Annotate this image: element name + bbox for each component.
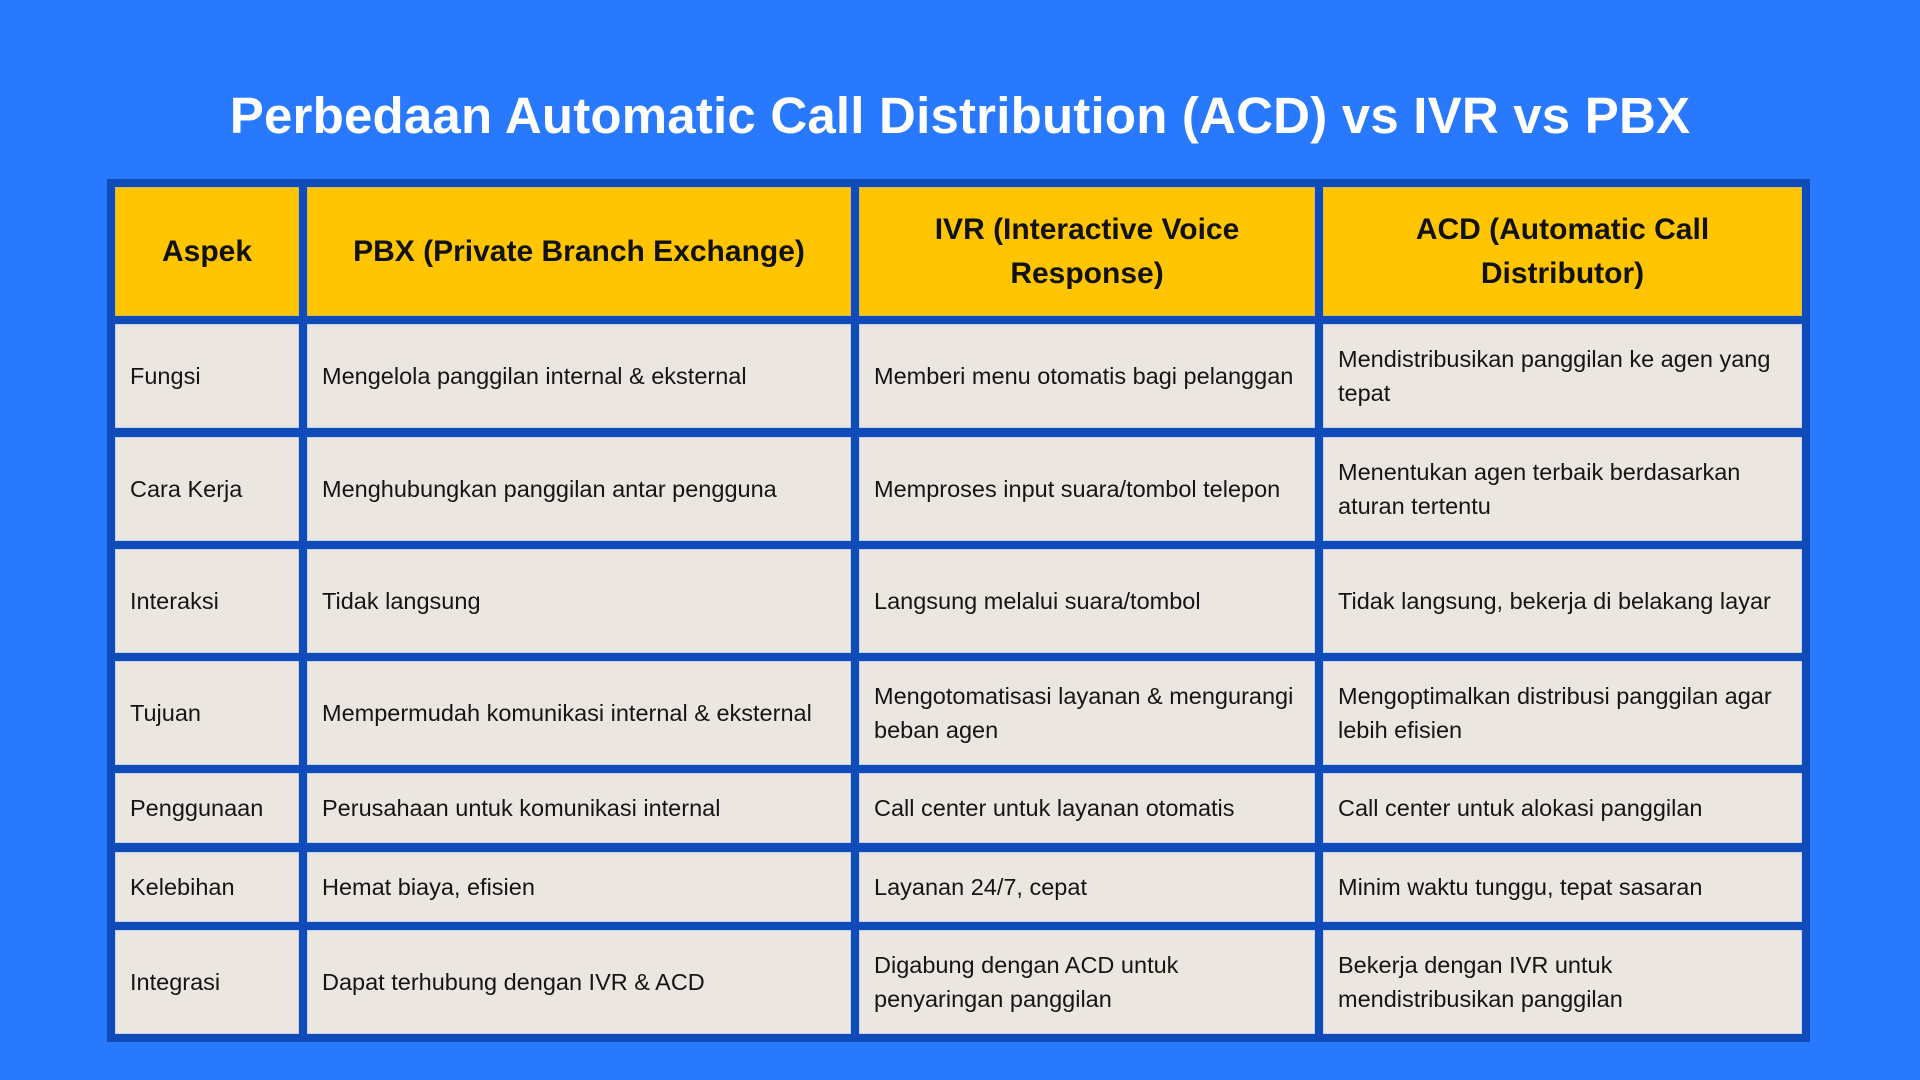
row-tujuan-pbx: Mempermudah komunikasi internal & ekster…: [307, 661, 851, 766]
row-kelebihan-acd: Minim waktu tunggu, tepat sasaran: [1323, 851, 1802, 922]
row-kelebihan-pbx: Hemat biaya, efisien: [307, 851, 851, 922]
cell-text: Minim waktu tunggu, tepat sasaran: [1338, 873, 1703, 900]
row-fungsi-pbx: Mengelola panggilan internal & eksternal: [307, 324, 851, 429]
cell-text: Bekerja dengan IVR untuk mendistribusika…: [1338, 952, 1623, 1013]
row-cara-kerja-acd: Menentukan agen terbaik berdasarkan atur…: [1323, 436, 1802, 541]
cell-text: Mengotomatisasi layanan & mengurangi beb…: [874, 683, 1294, 744]
row-interaksi-acd: Tidak langsung, bekerja di belakang laya…: [1323, 548, 1802, 653]
row-interaksi-ivr: Langsung melalui suara/tombol: [859, 548, 1315, 653]
cell-text: Tidak langsung, bekerja di belakang laya…: [1338, 587, 1771, 614]
cell-text: Mendistribusikan panggilan ke agen yang …: [1338, 346, 1771, 407]
row-kelebihan-aspek: Kelebihan: [115, 851, 299, 922]
row-interaksi-pbx: Tidak langsung: [307, 548, 851, 653]
row-tujuan-aspek: Tujuan: [115, 661, 299, 766]
row-penggunaan-acd: Call center untuk alokasi panggilan: [1323, 773, 1802, 844]
cell-text: Cara Kerja: [130, 475, 243, 502]
cell-text: Mempermudah komunikasi internal & ekster…: [322, 700, 812, 727]
row-penggunaan-pbx: Perusahaan untuk komunikasi internal: [307, 773, 851, 844]
header-ivr: IVR (Interactive Voice Response): [859, 187, 1315, 316]
row-integrasi-ivr: Digabung dengan ACD untuk penyaringan pa…: [859, 930, 1315, 1035]
cell-text: Tujuan: [130, 700, 201, 727]
row-fungsi-ivr: Memberi menu otomatis bagi pelanggan: [859, 324, 1315, 429]
row-interaksi-aspek: Interaksi: [115, 548, 299, 653]
row-tujuan-acd: Mengoptimalkan distribusi panggilan agar…: [1323, 661, 1802, 766]
row-cara-kerja-aspek: Cara Kerja: [115, 436, 299, 541]
cell-text: Hemat biaya, efisien: [322, 873, 535, 900]
page-title: Perbedaan Automatic Call Distribution (A…: [229, 87, 1691, 144]
cell-text: Perusahaan untuk komunikasi internal: [322, 795, 721, 822]
cell-text: Tidak langsung: [322, 587, 481, 614]
cell-text: Integrasi: [130, 969, 221, 996]
cell-text: Call center untuk layanan otomatis: [874, 795, 1235, 822]
row-fungsi-acd: Mendistribusikan panggilan ke agen yang …: [1323, 324, 1802, 429]
cell-text: Langsung melalui suara/tombol: [874, 587, 1201, 614]
row-integrasi-aspek: Integrasi: [115, 930, 299, 1035]
cell-text: Memberi menu otomatis bagi pelanggan: [874, 363, 1294, 390]
row-tujuan-ivr: Mengotomatisasi layanan & mengurangi beb…: [859, 661, 1315, 766]
cell-text: Call center untuk alokasi panggilan: [1338, 795, 1703, 822]
row-integrasi-pbx: Dapat terhubung dengan IVR & ACD: [307, 930, 851, 1035]
row-cara-kerja-pbx: Menghubungkan panggilan antar pengguna: [307, 436, 851, 541]
cell-text: Interaksi: [130, 587, 219, 614]
cell-text: Menghubungkan panggilan antar pengguna: [322, 475, 777, 502]
row-integrasi-acd: Bekerja dengan IVR untuk mendistribusika…: [1323, 930, 1802, 1035]
row-cara-kerja-ivr: Memproses input suara/tombol telepon: [859, 436, 1315, 541]
row-kelebihan-ivr: Layanan 24/7, cepat: [859, 851, 1315, 922]
header-label: PBX (Private Branch Exchange): [353, 234, 805, 268]
cell-text: Layanan 24/7, cepat: [874, 873, 1087, 900]
cell-text: Menentukan agen terbaik berdasarkan atur…: [1338, 458, 1741, 519]
header-label: ACD (Automatic Call Distributor): [1415, 212, 1710, 290]
header-acd: ACD (Automatic Call Distributor): [1323, 187, 1802, 316]
header-aspek: Aspek: [115, 187, 299, 316]
cell-text: Dapat terhubung dengan IVR & ACD: [322, 969, 705, 996]
cell-text: Kelebihan: [130, 873, 235, 900]
cell-text: Fungsi: [130, 363, 201, 390]
row-penggunaan-ivr: Call center untuk layanan otomatis: [859, 773, 1315, 844]
cell-text: Mengoptimalkan distribusi panggilan agar…: [1338, 683, 1772, 744]
table-grid: Aspek PBX (Private Branch Exchange) IVR …: [115, 187, 1802, 1035]
cell-text: Penggunaan: [130, 795, 264, 822]
cell-text: Digabung dengan ACD untuk penyaringan pa…: [874, 952, 1179, 1013]
header-pbx: PBX (Private Branch Exchange): [307, 187, 851, 316]
row-fungsi-aspek: Fungsi: [115, 324, 299, 429]
header-label: Aspek: [161, 234, 253, 268]
header-label: IVR (Interactive Voice Response): [934, 212, 1240, 290]
cell-text: Mengelola panggilan internal & eksternal: [322, 363, 747, 390]
cell-text: Memproses input suara/tombol telepon: [874, 475, 1281, 502]
comparison-table: Aspek PBX (Private Branch Exchange) IVR …: [107, 179, 1810, 1042]
row-penggunaan-aspek: Penggunaan: [115, 773, 299, 844]
